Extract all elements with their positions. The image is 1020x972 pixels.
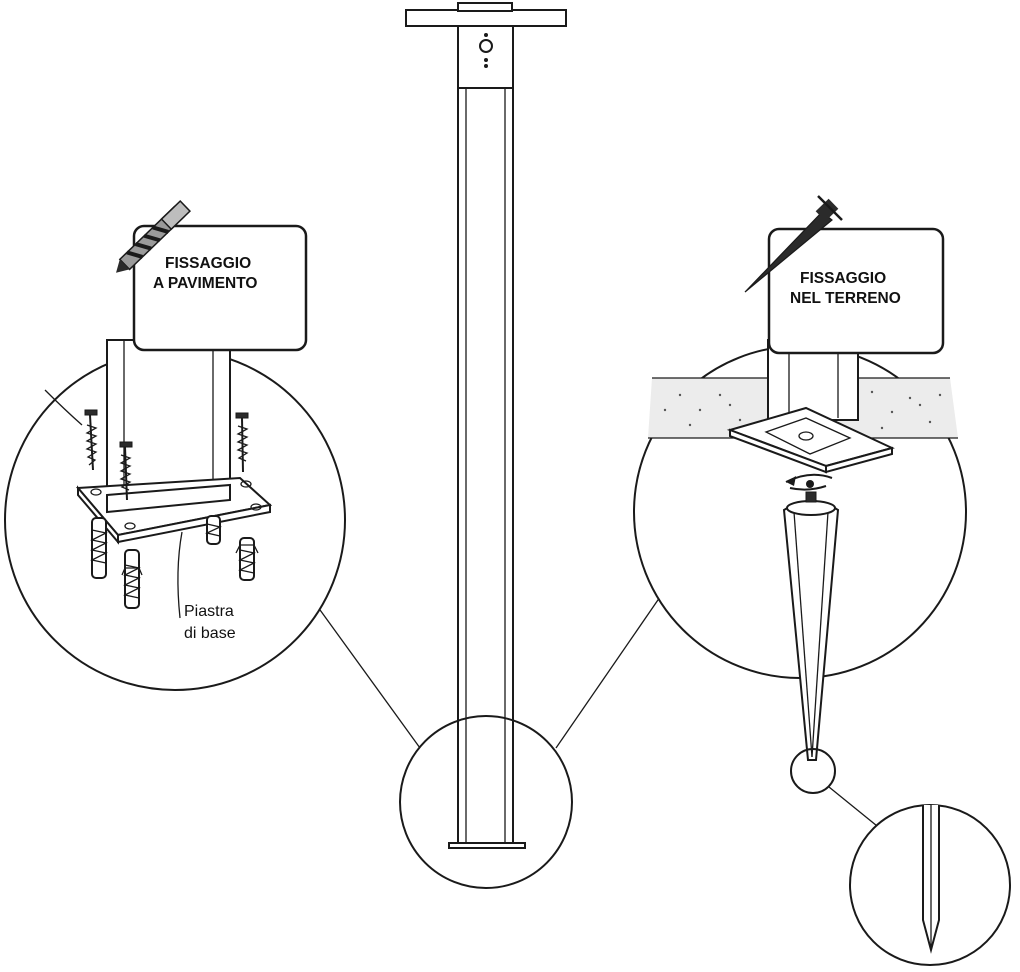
rotate-arrow-icon xyxy=(785,473,833,491)
screw-icon xyxy=(84,409,98,471)
floor-mount-label-line1: FISSAGGIO xyxy=(165,255,251,272)
spike-tip-detail xyxy=(849,804,1011,966)
floor-mount-detail xyxy=(4,339,346,691)
connector-line-tip xyxy=(828,786,883,831)
ground-spike-tool-icon xyxy=(744,195,843,293)
wall-plug-icon xyxy=(205,515,222,545)
base-plate-caption: Piastra di base xyxy=(184,603,236,642)
floor-mount-label: FISSAGGIO A PAVIMENTO xyxy=(132,224,308,352)
ground-spike-icon xyxy=(782,491,840,761)
connector-line-left xyxy=(314,602,421,749)
zoom-circle-center xyxy=(399,715,573,889)
connector-line-right xyxy=(555,596,661,749)
wall-plug-icon xyxy=(235,537,259,581)
bollard-post xyxy=(405,2,567,849)
drill-bit-icon xyxy=(116,199,192,273)
ground-mount-label: FISSAGGIO NEL TERRENO xyxy=(767,227,945,355)
wall-plug-icon xyxy=(90,517,108,579)
screw-icon xyxy=(235,412,249,473)
floor-mount-label-line2: A PAVIMENTO xyxy=(153,275,258,292)
ground-mount-label-line2: NEL TERRENO xyxy=(790,290,901,307)
base-plate-label-line2: di base xyxy=(184,625,236,642)
wall-plug-icon xyxy=(121,549,143,609)
base-plate-label-line1: Piastra xyxy=(184,603,234,620)
ground-mount-detail xyxy=(633,339,967,794)
screw-icon xyxy=(119,441,133,501)
ground-mount-label-line1: FISSAGGIO xyxy=(800,270,886,287)
